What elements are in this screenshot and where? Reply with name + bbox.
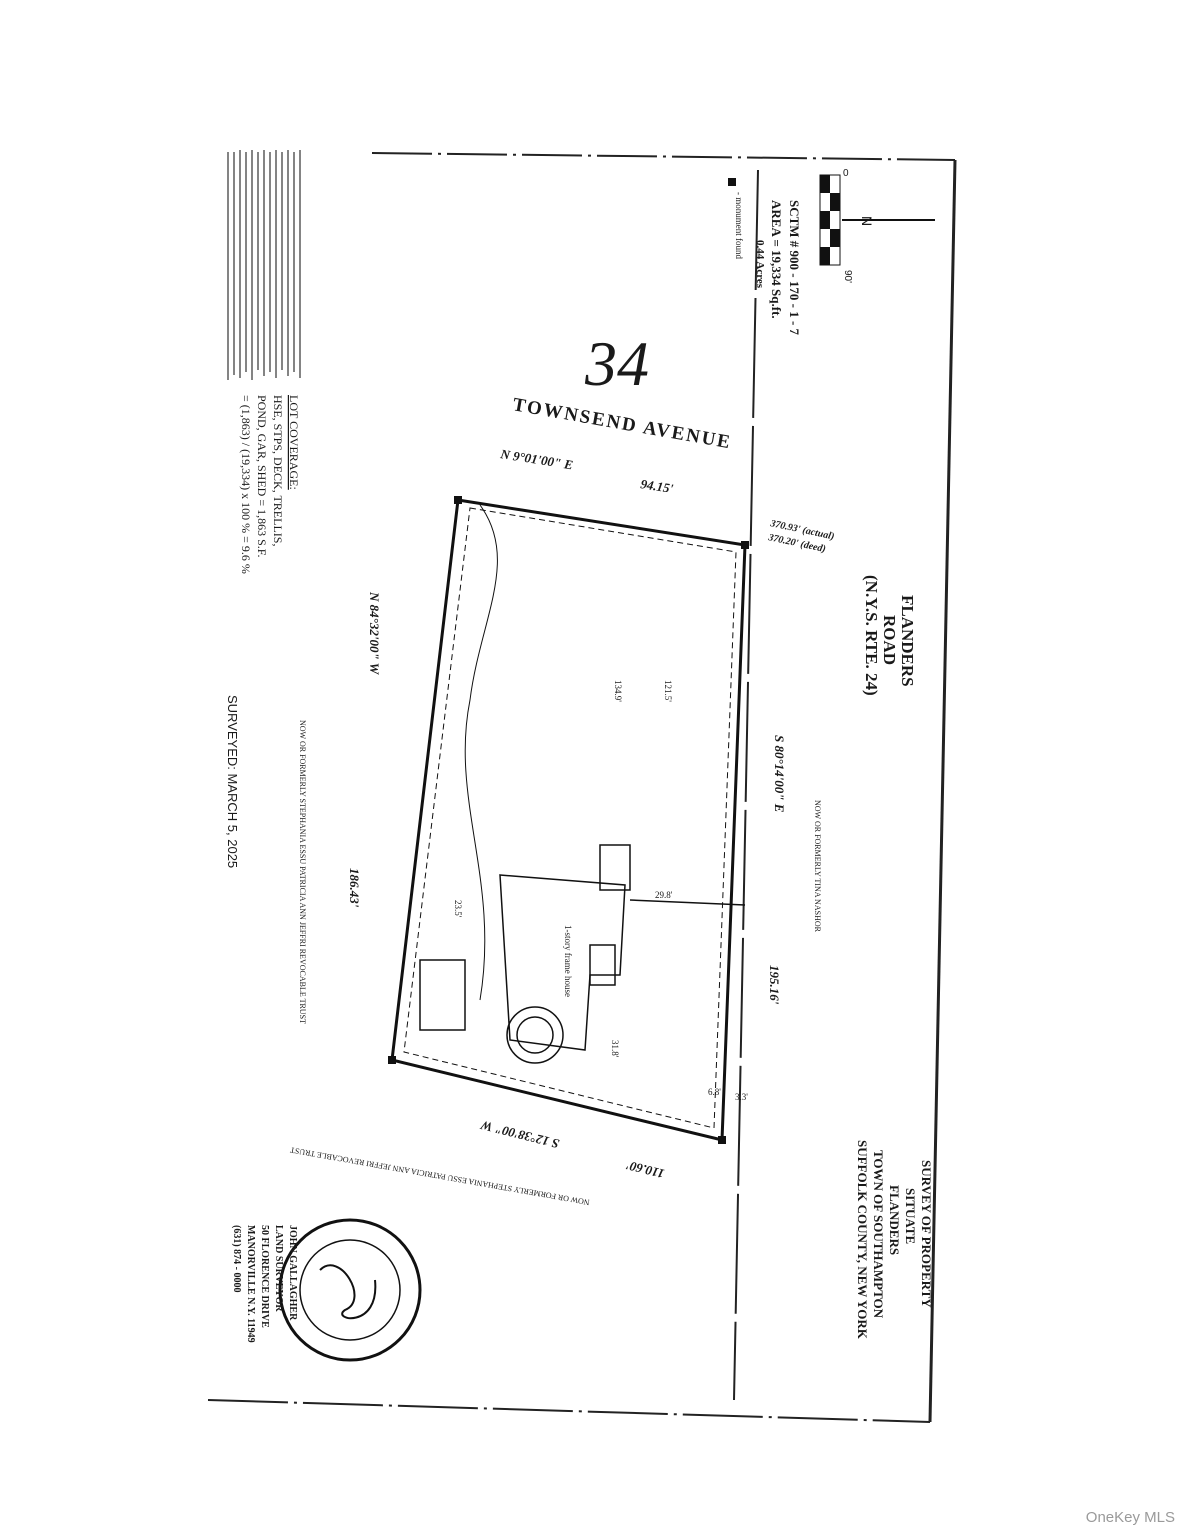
- neighbor-south: NOW OR FORMERLY STEPHANIA ESSU PATRICIA …: [289, 1145, 590, 1207]
- area-text: AREA = 19,334 Sq.ft.: [769, 200, 784, 319]
- dimension: 6.8': [708, 1087, 721, 1097]
- sctm-number: SCTM # 900 - 170 - 1 - 7: [787, 200, 802, 336]
- west-line-bearing: N 84°32'00" W: [367, 591, 382, 676]
- watermark: OneKey MLS: [1085, 1509, 1175, 1526]
- surveyor-line: JOHN GALLAGHER: [287, 1225, 298, 1321]
- title-line: SITUATE: [903, 1188, 918, 1244]
- lot-coverage-line: HSE, STPS, DECK, TRELLIS,: [271, 395, 285, 546]
- title-line: SUFFOLK COUNTY, NEW YORK: [855, 1140, 870, 1340]
- surveyed-date: SURVEYED: MARCH 5, 2025: [225, 695, 240, 868]
- dimension: 121.5': [663, 680, 673, 702]
- surveyor-line: 50 FLORENCE DRIVE: [259, 1225, 270, 1328]
- north-line-distance: 94.15': [640, 476, 675, 496]
- surveyor-seal: [278, 1218, 422, 1362]
- page-frame: [207, 152, 957, 1423]
- title-block: SURVEY OF PROPERTY SITUATE FLANDERS TOWN…: [855, 1140, 934, 1340]
- structure-labels: 1-story frame house 29.8' 134.9' 121.5' …: [453, 680, 748, 1102]
- surveyor-line: MANORVILLE N.Y. 11949: [245, 1225, 256, 1343]
- info-block: SCTM # 900 - 170 - 1 - 7 AREA = 19,334 S…: [728, 178, 802, 336]
- handwritten-note: 34: [584, 328, 649, 399]
- monument-legend: - monument found: [734, 192, 744, 259]
- dimension: 3.3': [735, 1092, 748, 1102]
- title-line: FLANDERS: [887, 1185, 902, 1255]
- monument-markers: [388, 496, 749, 1144]
- house-footprint: [419, 844, 746, 1064]
- scale-bar: 0 90': [819, 168, 853, 283]
- surveyor-line: LAND SURVEYOR: [273, 1225, 284, 1312]
- scale-start-label: 0: [843, 168, 849, 179]
- townsend-avenue-label: TOWNSEND AVENUE: [511, 394, 733, 453]
- dimension: 23.5': [453, 900, 463, 918]
- south-line-distance: 110.60': [624, 1158, 666, 1182]
- dimension: 31.8': [610, 1040, 620, 1058]
- house-label: 1-story frame house: [563, 925, 573, 997]
- neighbor-west: NOW OR FORMERLY STEPHANIA ESSU PATRICIA …: [298, 720, 307, 1024]
- dimension: 134.9': [613, 680, 623, 702]
- title-line: SURVEY OF PROPERTY: [919, 1160, 934, 1308]
- lot-coverage-line: POND, GAR, SHED = 1,863 S.F.: [255, 395, 269, 558]
- road-line: FLANDERS: [898, 595, 917, 687]
- surveyor-line: (631) 874 - 0000: [231, 1225, 242, 1293]
- acres-text: 0.44 Acres: [754, 240, 766, 289]
- scale-end-label: 90': [842, 270, 853, 283]
- north-line-bearing: N 9°01'00" E: [499, 446, 575, 472]
- flanders-road-label: FLANDERS ROAD (N.Y.S. RTE. 24): [862, 575, 917, 696]
- neighbor-north: NOW OR FORMERLY TINA NASHOR: [813, 800, 822, 933]
- east-line-distance: 195.16': [767, 965, 782, 1005]
- lot-coverage: LOT COVERAGE: HSE, STPS, DECK, TRELLIS, …: [239, 395, 301, 574]
- east-line-bearing: S 80°14'00" E: [772, 735, 787, 813]
- west-line-distance: 186.43': [347, 868, 362, 908]
- south-line-bearing: S 12°38'00" W: [478, 1117, 561, 1151]
- notes-block: [227, 150, 301, 380]
- north-label: N: [859, 216, 875, 226]
- property-boundary: [390, 498, 747, 1142]
- north-arrow-icon: N: [842, 216, 935, 226]
- surveyor-info: JOHN GALLAGHER LAND SURVEYOR 50 FLORENCE…: [231, 1225, 298, 1343]
- road-line: (N.Y.S. RTE. 24): [862, 575, 881, 696]
- dimension: 29.8': [655, 890, 673, 900]
- road-line: ROAD: [880, 615, 899, 665]
- title-line: TOWN OF SOUTHAMPTON: [871, 1150, 886, 1319]
- lot-coverage-line: = (1,863) / (19,334) x 100 % = 9.6 %: [239, 395, 253, 574]
- lot-coverage-line: LOT COVERAGE:: [287, 395, 301, 490]
